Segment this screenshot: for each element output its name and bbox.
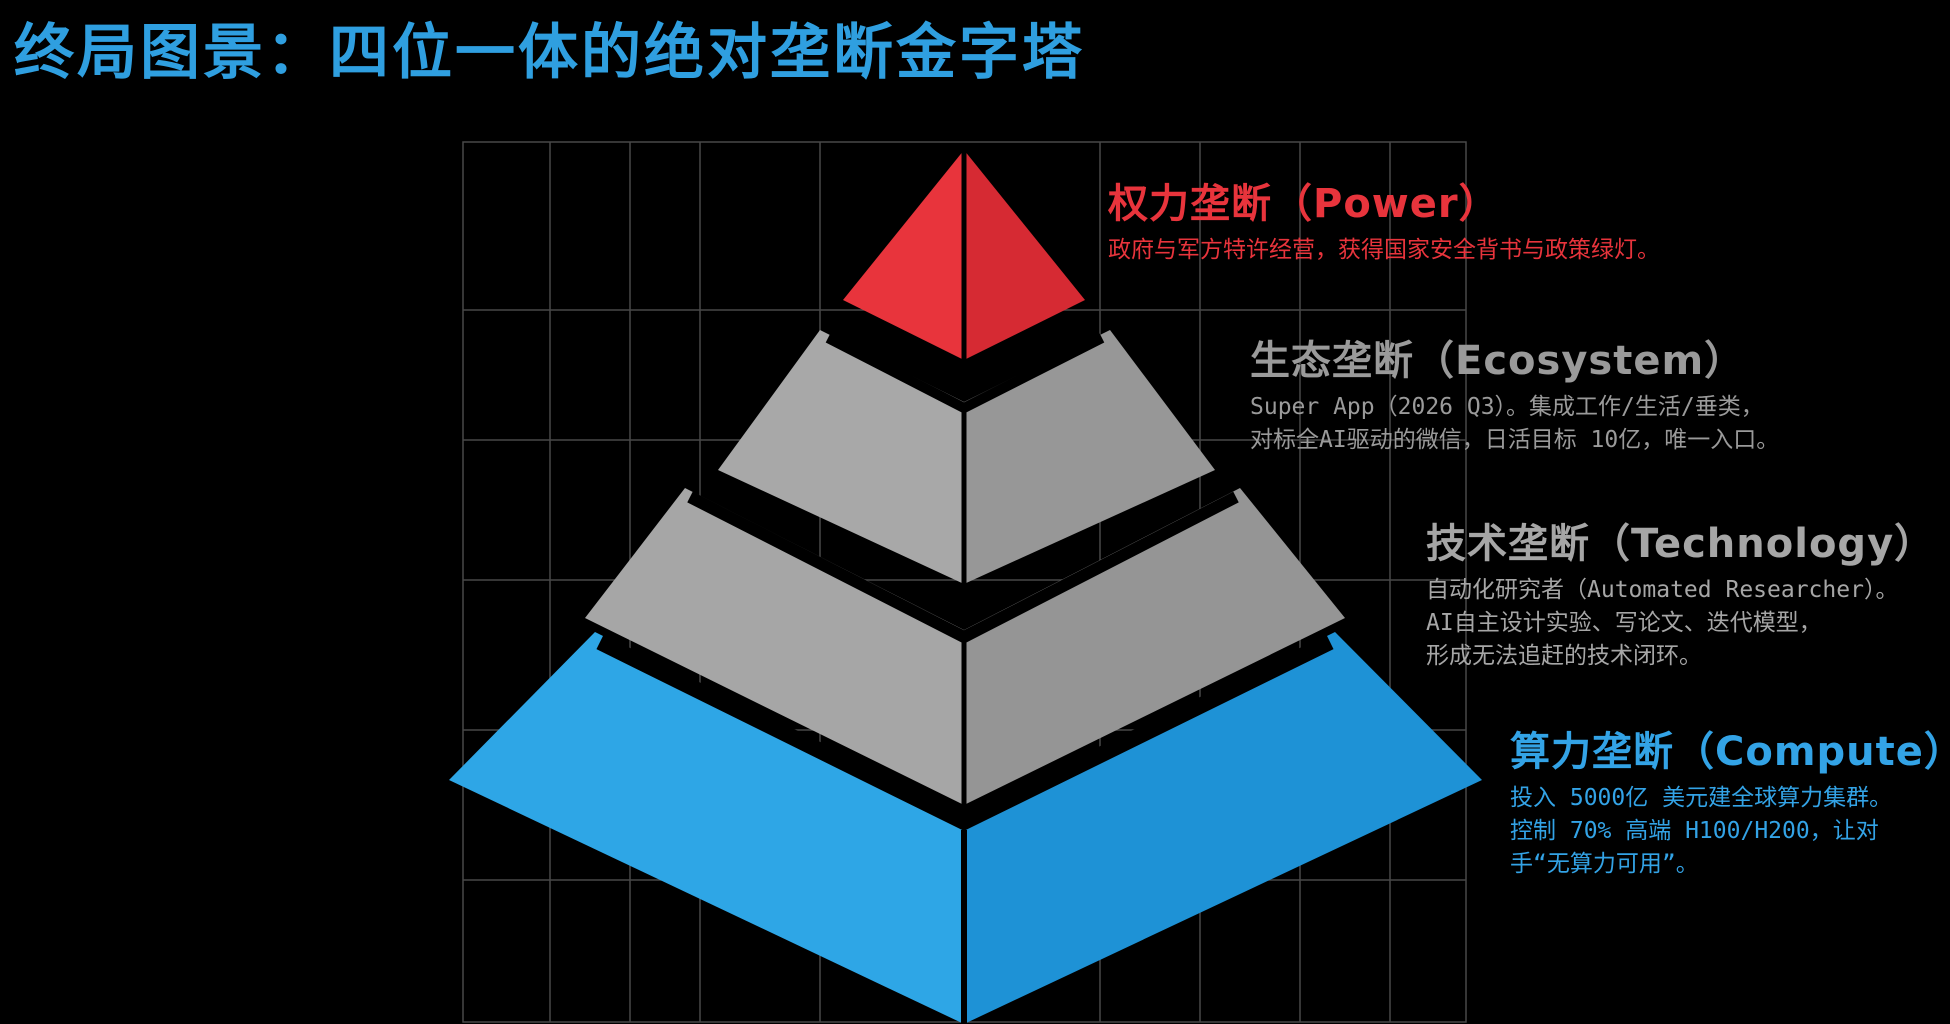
layer-title-technology: 技术垄断（Technology） [1426,521,1936,567]
label-power: 权力垄断（Power） 政府与军方特许经营，获得国家安全背书与政策绿灯。 [1108,180,1660,267]
layer-title-compute: 算力垄断（Compute） [1510,729,1950,775]
label-technology: 技术垄断（Technology） 自动化研究者（Automated Resear… [1426,520,1935,673]
layer-desc-technology-line2: AI自主设计实验、写论文、迭代模型， [1426,610,1822,636]
layer-title-ecosystem: 生态垄断（Ecosystem） [1250,338,1746,384]
label-ecosystem: 生态垄断（Ecosystem） Super App（2026 Q3）。集成工作/… [1250,337,1779,457]
pyramid-layer-compute [449,632,1482,1024]
pyramid-layer-technology [585,488,1345,805]
layer-title-power: 权力垄断（Power） [1108,181,1500,227]
layer-desc-compute-line3: 手“无算力可用”。 [1510,851,1699,877]
page-title: 终局图景：四位一体的绝对垄断金字塔 [14,18,1085,88]
label-compute: 算力垄断（Compute） 投入 5000亿 美元建全球算力集群。 控制 70%… [1510,728,1950,881]
pyramid-layer-ecosystem [718,330,1215,584]
layer-desc-power-line1: 政府与军方特许经营，获得国家安全背书与政策绿灯。 [1108,237,1660,263]
pyramid-layer-power [843,150,1085,360]
layer-desc-ecosystem-line1: Super App（2026 Q3）。集成工作/生活/垂类， [1250,394,1764,420]
layer-desc-compute-line1: 投入 5000亿 美元建全球算力集群。 [1510,785,1893,811]
layer-desc-technology-line1: 自动化研究者（Automated Researcher）。 [1426,577,1899,603]
layer-desc-technology-line3: 形成无法追赶的技术闭环。 [1426,643,1702,669]
layer-desc-compute-line2: 控制 70% 高端 H100/H200，让对 [1510,818,1879,844]
layer-desc-ecosystem-line2: 对标全AI驱动的微信，日活目标 10亿，唯一入口。 [1250,427,1780,453]
